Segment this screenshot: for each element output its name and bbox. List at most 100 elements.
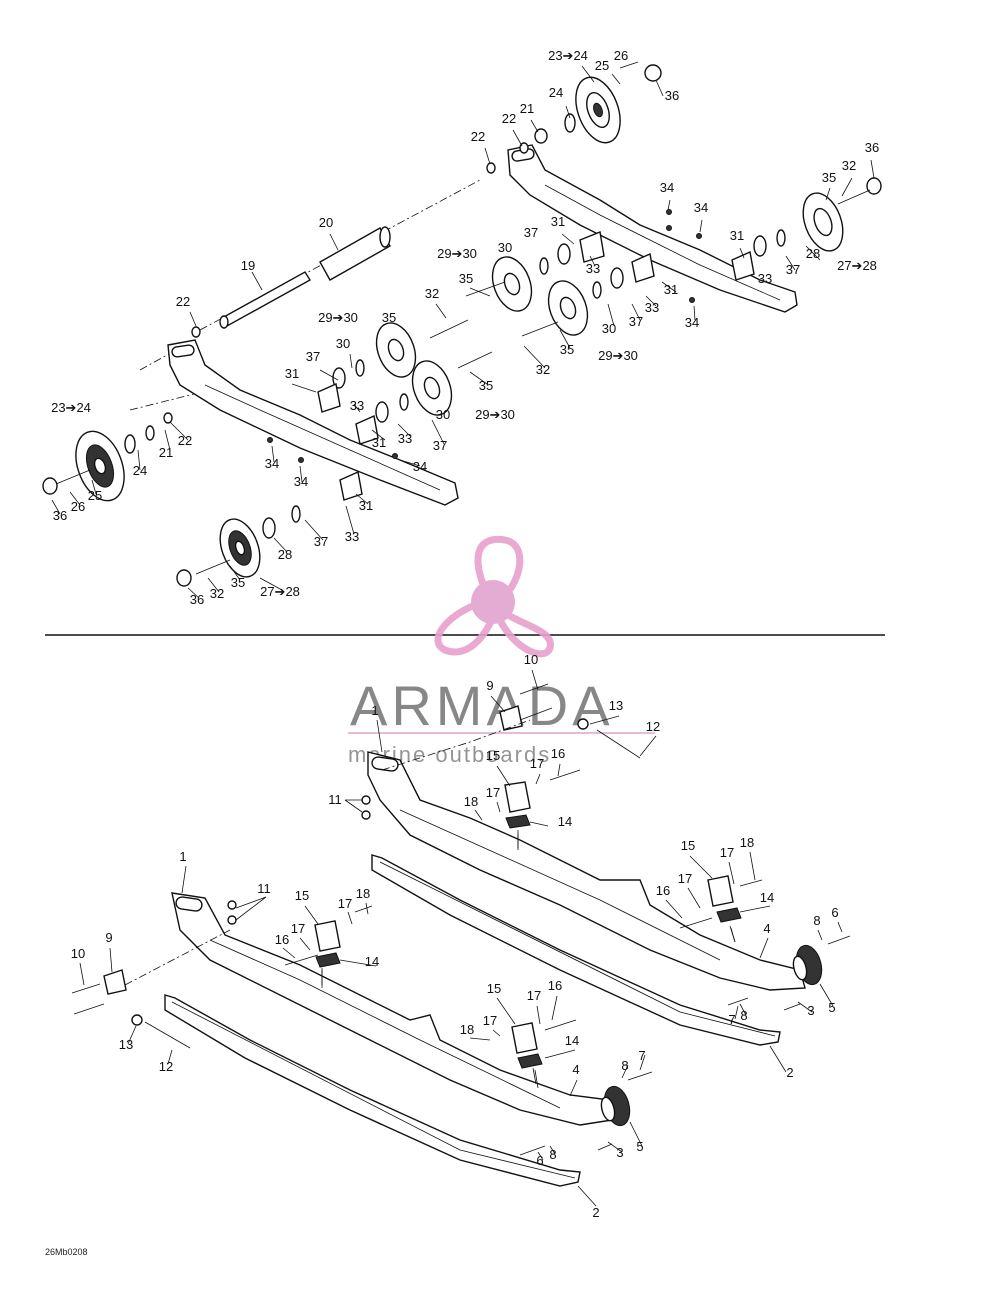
part-label: 18 [460,1022,474,1037]
part-label: 32 [536,362,550,377]
part-label: 37 [524,225,538,240]
part-label: 32 [425,286,439,301]
part-label: 14 [565,1033,579,1048]
part-label: 1 [371,703,378,718]
rail-far [507,144,798,313]
part-label: 31 [730,228,744,243]
slide-2-lower [164,994,581,1187]
part-label: 10 [524,652,538,667]
part-label: 34 [694,200,708,215]
part-label: 32 [210,586,224,601]
part-label: 33 [758,271,772,286]
brackets-31 [317,231,755,501]
bolts-32 [55,61,871,575]
part-label: 36 [865,140,879,155]
part-label: 29➔30 [437,246,477,261]
rail-near [167,339,459,506]
part-label: 9 [486,678,493,693]
part-label: 33 [345,529,359,544]
part-label: 16 [551,746,565,761]
part-label: 3 [807,1003,814,1018]
part-label: 26 [71,499,85,514]
wheel-29-c [375,322,417,378]
axis-lines-bottom [124,719,531,986]
part-label: 33 [350,398,364,413]
part-label: 21 [520,101,534,116]
part-label: 2 [592,1205,599,1220]
wheel-23-rear [575,76,621,144]
leaders-top [51,65,875,599]
bottom-assembly [71,669,851,1207]
part-label: 14 [760,890,774,905]
shaft-19 [219,271,311,329]
part-label: 7 [728,1012,735,1027]
part-label: 30 [336,336,350,351]
part-label: 30 [498,240,512,255]
part-label: 30 [602,321,616,336]
part-label: 14 [365,954,379,969]
part-label: 23➔24 [548,48,588,63]
fasteners-bottom [71,683,851,1156]
part-label: 17 [338,896,352,911]
part-label: 9 [105,930,112,945]
part-label: 36 [190,592,204,607]
end-wheels-5 [600,944,823,1127]
part-label: 34 [685,315,699,330]
part-label: 17 [530,756,544,771]
part-label: 8 [813,913,820,928]
part-label: 25 [88,488,102,503]
slide-2-upper [371,854,781,1046]
part-label: 31 [551,214,565,229]
part-label: 16 [275,932,289,947]
part-label: 28 [278,547,292,562]
part-label: 31 [359,498,373,513]
part-label: 14 [558,814,572,829]
part-label: 35 [459,271,473,286]
part-label: 30 [436,407,450,422]
part-label: 37 [786,262,800,277]
part-label: 24 [133,463,147,478]
top-assembly [42,61,885,636]
brackets-9 [103,705,523,995]
part-label: 37 [433,438,447,453]
part-label: 11 [328,792,342,807]
leaders-bottom [79,669,843,1207]
part-label: 3 [616,1145,623,1160]
part-label: 33 [645,300,659,315]
part-label: 12 [159,1059,173,1074]
part-label: 18 [740,835,754,850]
part-label: 32 [842,158,856,173]
part-label: 35 [822,170,836,185]
arrows-bottom [321,830,736,1089]
part-label: 22 [471,129,485,144]
part-label: 6 [831,905,838,920]
wheel-27-front [219,518,261,578]
part-label: 28 [806,246,820,261]
part-label: 16 [548,978,562,993]
part-label: 23➔24 [51,400,91,415]
part-label: 27➔28 [837,258,877,273]
wheel-29-b [547,280,589,336]
part-label: 33 [586,261,600,276]
part-label: 15 [487,981,501,996]
bearings-top [42,64,882,587]
part-label: 19 [241,258,255,273]
part-label: 36 [665,88,679,103]
part-label: 12 [646,719,660,734]
figure-code: 26Mb0208 [45,1247,88,1257]
part-label: 26 [614,48,628,63]
part-label: 35 [382,310,396,325]
part-label: 37 [314,534,328,549]
part-label: 17 [291,921,305,936]
part-label: 22 [178,433,192,448]
part-label: 29➔30 [475,407,515,422]
part-label: 35 [560,342,574,357]
part-label: 17 [678,871,692,886]
part-label: 37 [306,349,320,364]
part-label: 24 [549,85,563,100]
part-label: 21 [159,445,173,460]
part-label: 8 [621,1058,628,1073]
part-label: 34 [660,180,674,195]
part-label: 31 [372,435,386,450]
part-label: 15 [295,888,309,903]
